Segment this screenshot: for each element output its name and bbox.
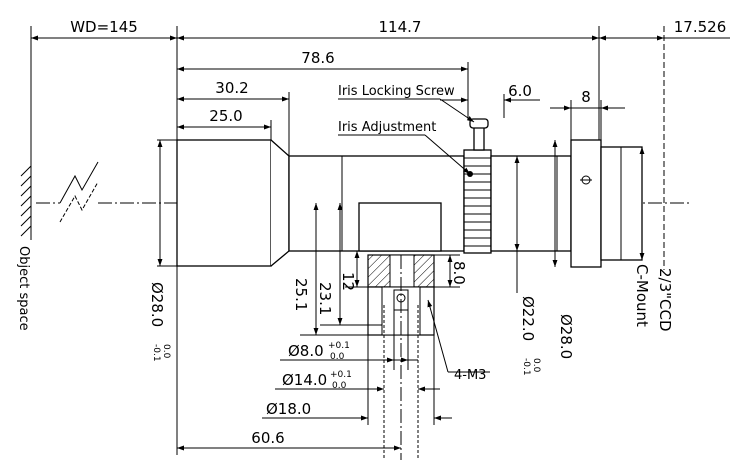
dim-bore-14: Ø14.0 <box>282 371 327 389</box>
rear-tube <box>490 155 572 252</box>
dim-front-tol-upper: 0.0 <box>161 344 171 359</box>
dim-30-2: 30.2 <box>215 79 248 97</box>
dim-25-1: 25.1 <box>292 278 310 311</box>
dim-bore-14-tol-lower: 0.0 <box>332 381 347 391</box>
dim-body-diameter: Ø22.0 <box>519 296 537 341</box>
dim-thread: 4-M3 <box>454 368 486 383</box>
dim-rear-diameter: Ø28.0 <box>557 314 575 359</box>
bore-dimensions: Ø8.0 +0.1 0.0 Ø14.0 +0.1 0.0 Ø18.0 60.6 … <box>176 266 490 455</box>
right-dimensions: C-Mount 2/3"CCD Ø28.0 Ø22.0 0.0 -0.1 <box>514 140 674 376</box>
dim-25-0: 25.0 <box>209 107 242 125</box>
dim-60-6: 60.6 <box>251 429 284 447</box>
rear-flange <box>570 139 602 268</box>
dim-front-tol-lower: -0.1 <box>151 344 161 362</box>
dim-8-0: 8.0 <box>450 261 468 285</box>
iris-adjustment-label: Iris Adjustment <box>338 120 436 135</box>
mount-adapter-section <box>367 254 435 460</box>
dim-bore-8-tol-lower: 0.0 <box>330 352 345 362</box>
dim-front-diameter: Ø28.0 <box>148 282 166 327</box>
dim-body-tol-upper: 0.0 <box>531 358 541 373</box>
c-mount-label: C-Mount <box>633 264 651 327</box>
dim-flange-back: 17.526 <box>674 18 727 36</box>
mount-height-dims: 25.1 23.1 12 8.0 <box>292 203 468 336</box>
dim-dia-18: Ø18.0 <box>266 400 311 418</box>
top-dimensions: WD=145 114.7 17.526 78.6 30.2 25.0 6.0 8 <box>30 18 730 270</box>
ccd-label: 2/3"CCD <box>656 268 674 332</box>
dim-bore-8-tol-upper: +0.1 <box>328 341 350 351</box>
dim-bore-8: Ø8.0 <box>288 342 324 360</box>
dim-78-6: 78.6 <box>301 49 334 67</box>
front-diameter-dim: Ø28.0 0.0 -0.1 <box>148 139 177 362</box>
dim-23-1: 23.1 <box>316 282 334 315</box>
dim-working-distance: WD=145 <box>70 18 138 36</box>
front-barrel <box>176 139 272 267</box>
dim-8: 8 <box>581 88 591 106</box>
dim-6-0: 6.0 <box>508 82 532 100</box>
dim-body-tol-lower: -0.1 <box>521 358 531 376</box>
iris-locking-screw-label: Iris Locking Screw <box>338 84 455 99</box>
lens-body <box>176 118 643 268</box>
dim-12: 12 <box>339 272 357 291</box>
object-space-label: Object space <box>16 246 31 331</box>
callouts: Iris Locking Screw Iris Adjustment <box>338 84 475 175</box>
taper-section <box>270 139 290 267</box>
iris-locking-screw <box>473 125 485 151</box>
dim-bore-14-tol-upper: +0.1 <box>330 370 352 380</box>
dim-total-length: 114.7 <box>379 18 422 36</box>
object-space-plane: Object space <box>16 162 32 331</box>
mount-block <box>358 202 442 252</box>
